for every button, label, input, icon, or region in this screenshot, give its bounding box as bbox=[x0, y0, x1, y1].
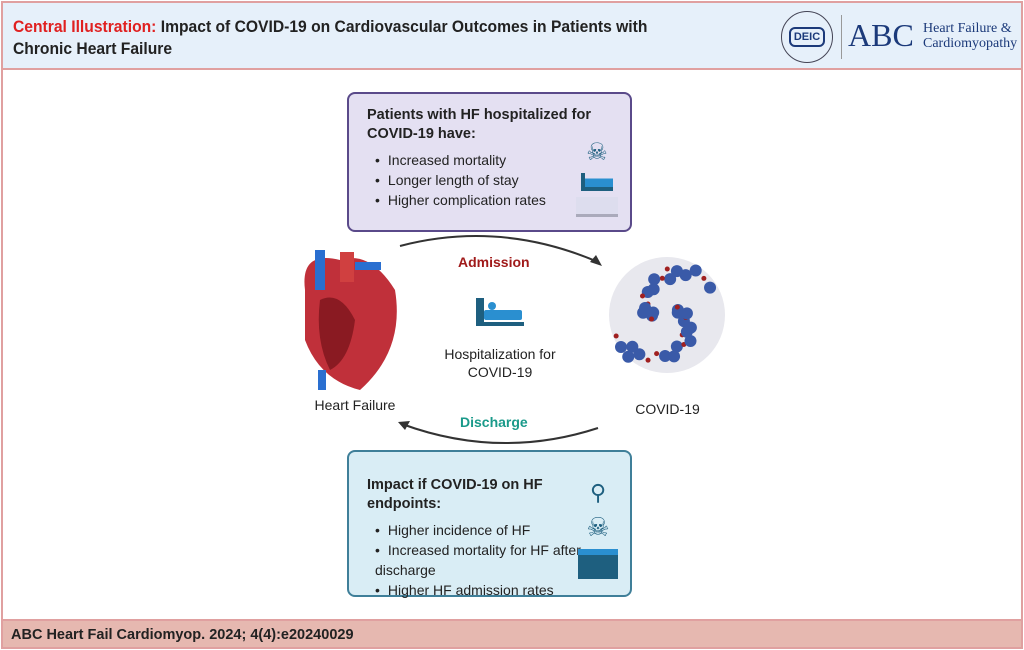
abc-logo-subtitle: Heart Failure &Cardiomyopathy bbox=[923, 21, 1017, 51]
list-item: Increased mortality for HF after dischar… bbox=[375, 540, 587, 580]
bed-icon bbox=[581, 173, 613, 191]
admission-label: Admission bbox=[458, 254, 530, 270]
page-title: Central Illustration: Impact of COVID-19… bbox=[13, 16, 694, 60]
discharge-arrow bbox=[401, 423, 599, 445]
hf-endpoints-box: Impact if COVID-19 on HF endpoints: High… bbox=[347, 450, 632, 600]
discharge-label: Discharge bbox=[460, 414, 528, 430]
discharge-arrowhead bbox=[398, 421, 410, 430]
virus-spike bbox=[641, 285, 654, 298]
virus-spike bbox=[684, 321, 697, 334]
virus-spike bbox=[649, 316, 655, 322]
admission-arrowhead bbox=[590, 255, 602, 266]
deic-logo-text: DEIC bbox=[788, 27, 826, 47]
virus-spike bbox=[654, 351, 660, 357]
logo-divider bbox=[841, 15, 842, 59]
skull-crossbones-icon: ☠ bbox=[586, 139, 608, 166]
virus-spike bbox=[633, 348, 646, 361]
list-item: Higher complication rates bbox=[375, 190, 612, 210]
virus-spike bbox=[637, 306, 650, 319]
center-label-2: COVID-19 bbox=[467, 364, 533, 380]
heart-failure-person-icon: ⚲ bbox=[589, 480, 607, 505]
virus-spike bbox=[664, 273, 677, 286]
virus-spike bbox=[648, 273, 661, 286]
citation-footer: ABC Heart Fail Cardiomyop. 2024; 4(4):e2… bbox=[3, 619, 1021, 647]
hospital-icon bbox=[578, 549, 618, 579]
virus-spike bbox=[670, 265, 683, 278]
virus-illustration bbox=[609, 257, 725, 373]
center-label-1: Hospitalization for bbox=[444, 346, 556, 362]
virus-spike bbox=[684, 334, 697, 347]
header: Central Illustration: Impact of COVID-19… bbox=[3, 3, 1021, 70]
list-item: Increased mortality bbox=[375, 150, 612, 170]
list-item: Higher HF admission rates bbox=[375, 580, 587, 600]
virus-spike bbox=[704, 281, 717, 294]
virus-spike bbox=[659, 349, 672, 362]
virus-spike bbox=[622, 350, 635, 363]
virus-spike bbox=[668, 350, 681, 363]
top-box-icons: ☠ bbox=[576, 138, 618, 217]
virus-spike bbox=[680, 307, 693, 320]
skull-crossbones-icon: ☠ bbox=[586, 512, 610, 542]
list-item: Longer length of stay bbox=[375, 170, 612, 190]
logo-sub2: Cardiomyopathy bbox=[923, 36, 1018, 51]
virus-spike bbox=[689, 264, 702, 277]
heart-illustration bbox=[304, 250, 397, 390]
heart-failure-label: Heart Failure bbox=[314, 397, 396, 413]
title-prefix: Central Illustration: bbox=[13, 17, 157, 36]
deic-logo: DEIC bbox=[781, 11, 833, 63]
hospital-bed-icon bbox=[576, 197, 618, 217]
box-heading: Impact if COVID-19 on HF endpoints: bbox=[367, 477, 543, 512]
covid-label: COVID-19 bbox=[635, 401, 700, 417]
virus-spike bbox=[659, 275, 665, 281]
hospitalization-outcomes-box: Patients with HF hospitalized for COVID-… bbox=[347, 92, 632, 232]
logo-sub1: Heart Failure & bbox=[923, 21, 1012, 36]
box-heading: Patients with HF hospitalized for COVID-… bbox=[367, 107, 591, 142]
virus-spike bbox=[640, 293, 646, 299]
virus-spike bbox=[701, 275, 707, 281]
admission-arrow bbox=[399, 235, 599, 263]
virus-spike bbox=[670, 340, 683, 353]
title-text: Impact of COVID-19 on Cardiovascular Out… bbox=[13, 17, 648, 58]
virus-spike bbox=[645, 357, 651, 363]
bottom-box-icons: ⚲ ☠ bbox=[578, 480, 618, 579]
hospital-bed-center-icon bbox=[476, 298, 524, 326]
virus-spike bbox=[613, 333, 619, 339]
virus-spike bbox=[664, 266, 670, 272]
abc-logo: ABC bbox=[848, 17, 914, 53]
virus-spike bbox=[615, 340, 628, 353]
list-item: Higher incidence of HF bbox=[375, 520, 587, 540]
virus-spike bbox=[626, 340, 639, 353]
virus-spike bbox=[674, 304, 680, 310]
